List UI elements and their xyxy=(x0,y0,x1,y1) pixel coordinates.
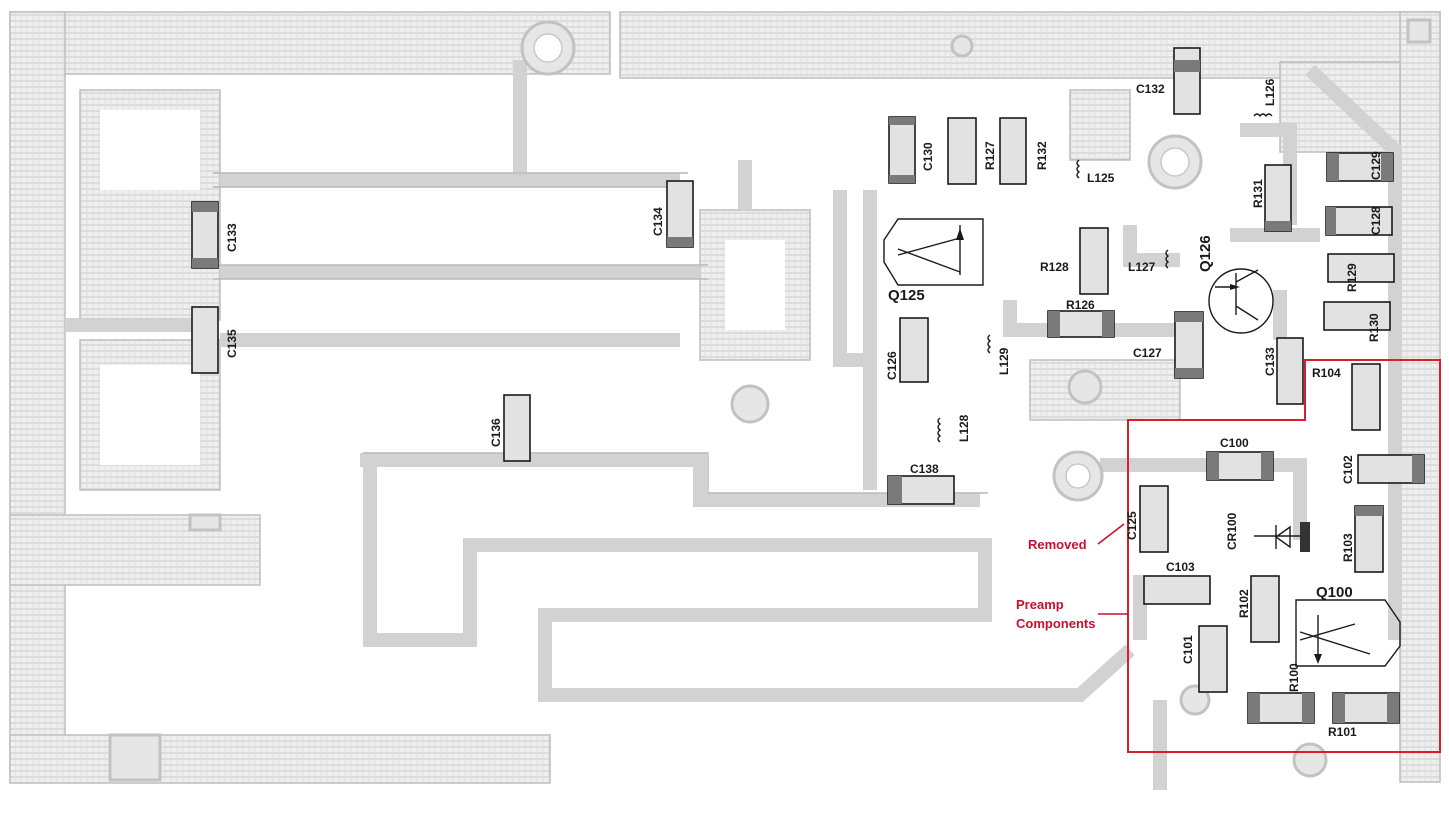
capacitor-c101 xyxy=(1198,625,1228,693)
capacitor-c127 xyxy=(1174,311,1204,379)
label-l127: L127 xyxy=(1128,260,1156,274)
label-c132: C132 xyxy=(1136,82,1165,96)
label-r130: R130 xyxy=(1367,313,1381,342)
label-c103: C103 xyxy=(1166,560,1195,574)
components xyxy=(191,47,1425,724)
resistor-r128 xyxy=(1079,227,1109,295)
label-l129: L129 xyxy=(997,347,1011,375)
label-r103: R103 xyxy=(1341,533,1355,562)
label-c101: C101 xyxy=(1181,635,1195,664)
label-c135: C135 xyxy=(225,329,239,358)
label-c126: C126 xyxy=(885,351,899,380)
label-r132: R132 xyxy=(1035,141,1049,170)
label-l126: L126 xyxy=(1263,78,1277,106)
label-c133-left: C133 xyxy=(225,223,239,252)
label-c128: C128 xyxy=(1369,206,1383,235)
resistor-r101 xyxy=(1332,692,1400,724)
resistor-r126 xyxy=(1047,310,1115,338)
preamp-highlight-region xyxy=(1127,359,1441,753)
capacitor-c100 xyxy=(1206,451,1274,481)
inductor-symbols xyxy=(937,113,1273,443)
capacitor-c103 xyxy=(1143,575,1211,605)
ground-planes xyxy=(9,11,1441,784)
cr100-symbol xyxy=(1254,522,1310,552)
label-cr100: CR100 xyxy=(1225,512,1239,550)
label-r127: R127 xyxy=(983,141,997,170)
resistor-r129 xyxy=(1327,253,1395,283)
label-q100: Q100 xyxy=(1316,584,1353,601)
capacitor-c132 xyxy=(1173,47,1201,115)
label-c138: C138 xyxy=(910,462,939,476)
label-r100: R100 xyxy=(1287,663,1301,692)
label-l125: L125 xyxy=(1087,171,1115,185)
label-q125: Q125 xyxy=(888,287,925,304)
label-r129: R129 xyxy=(1345,263,1359,292)
resistor-r102 xyxy=(1250,575,1280,643)
capacitor-c125 xyxy=(1139,485,1169,553)
label-r101: R101 xyxy=(1328,725,1357,739)
capacitor-c134 xyxy=(666,180,694,248)
label-c133-right: C133 xyxy=(1263,347,1277,376)
capacitor-c128 xyxy=(1325,206,1393,236)
annotations: Removed Preamp Components xyxy=(1016,523,1128,631)
label-c100: C100 xyxy=(1220,436,1249,450)
label-c129: C129 xyxy=(1369,151,1383,180)
resistor-r132 xyxy=(999,117,1027,185)
capacitor-c136 xyxy=(503,394,531,462)
capacitor-c129 xyxy=(1326,152,1394,182)
label-c102: C102 xyxy=(1341,455,1355,484)
capacitor-c102 xyxy=(1357,454,1425,484)
resistor-r131 xyxy=(1264,164,1292,232)
q125-symbol xyxy=(883,218,984,286)
component-labels: C133 C135 C136 C134 C130 R127 R132 C126 … xyxy=(225,78,1383,739)
capacitor-c133-left xyxy=(191,201,219,269)
capacitor-c133-right xyxy=(1276,337,1304,405)
capacitor-c135 xyxy=(191,306,219,374)
resistor-r127 xyxy=(947,117,977,185)
label-c125: C125 xyxy=(1125,511,1139,540)
capacitor-c126 xyxy=(899,317,929,383)
q100-symbol xyxy=(1295,599,1401,667)
capacitor-c138 xyxy=(887,475,955,505)
label-c130: C130 xyxy=(921,142,935,171)
label-r131: R131 xyxy=(1251,179,1265,208)
annotation-preamp-line1: Preamp xyxy=(1016,597,1064,612)
label-r126: R126 xyxy=(1066,298,1095,312)
label-r102: R102 xyxy=(1237,589,1251,618)
label-l128: L128 xyxy=(957,414,971,442)
label-c127: C127 xyxy=(1133,346,1162,360)
resistor-r104 xyxy=(1351,363,1381,431)
label-q126: Q126 xyxy=(1197,235,1214,272)
resistor-r130 xyxy=(1323,301,1391,331)
label-c134: C134 xyxy=(651,207,665,236)
annotation-removed: Removed xyxy=(1028,537,1087,552)
label-c136: C136 xyxy=(489,418,503,447)
capacitor-c130 xyxy=(888,116,916,184)
label-r104: R104 xyxy=(1312,366,1341,380)
q126-symbol xyxy=(1208,268,1274,334)
label-r128: R128 xyxy=(1040,260,1069,274)
resistor-r100 xyxy=(1247,692,1315,724)
annotation-preamp-line2: Components xyxy=(1016,616,1095,631)
pads xyxy=(108,18,1432,782)
resistor-r103 xyxy=(1354,505,1384,573)
